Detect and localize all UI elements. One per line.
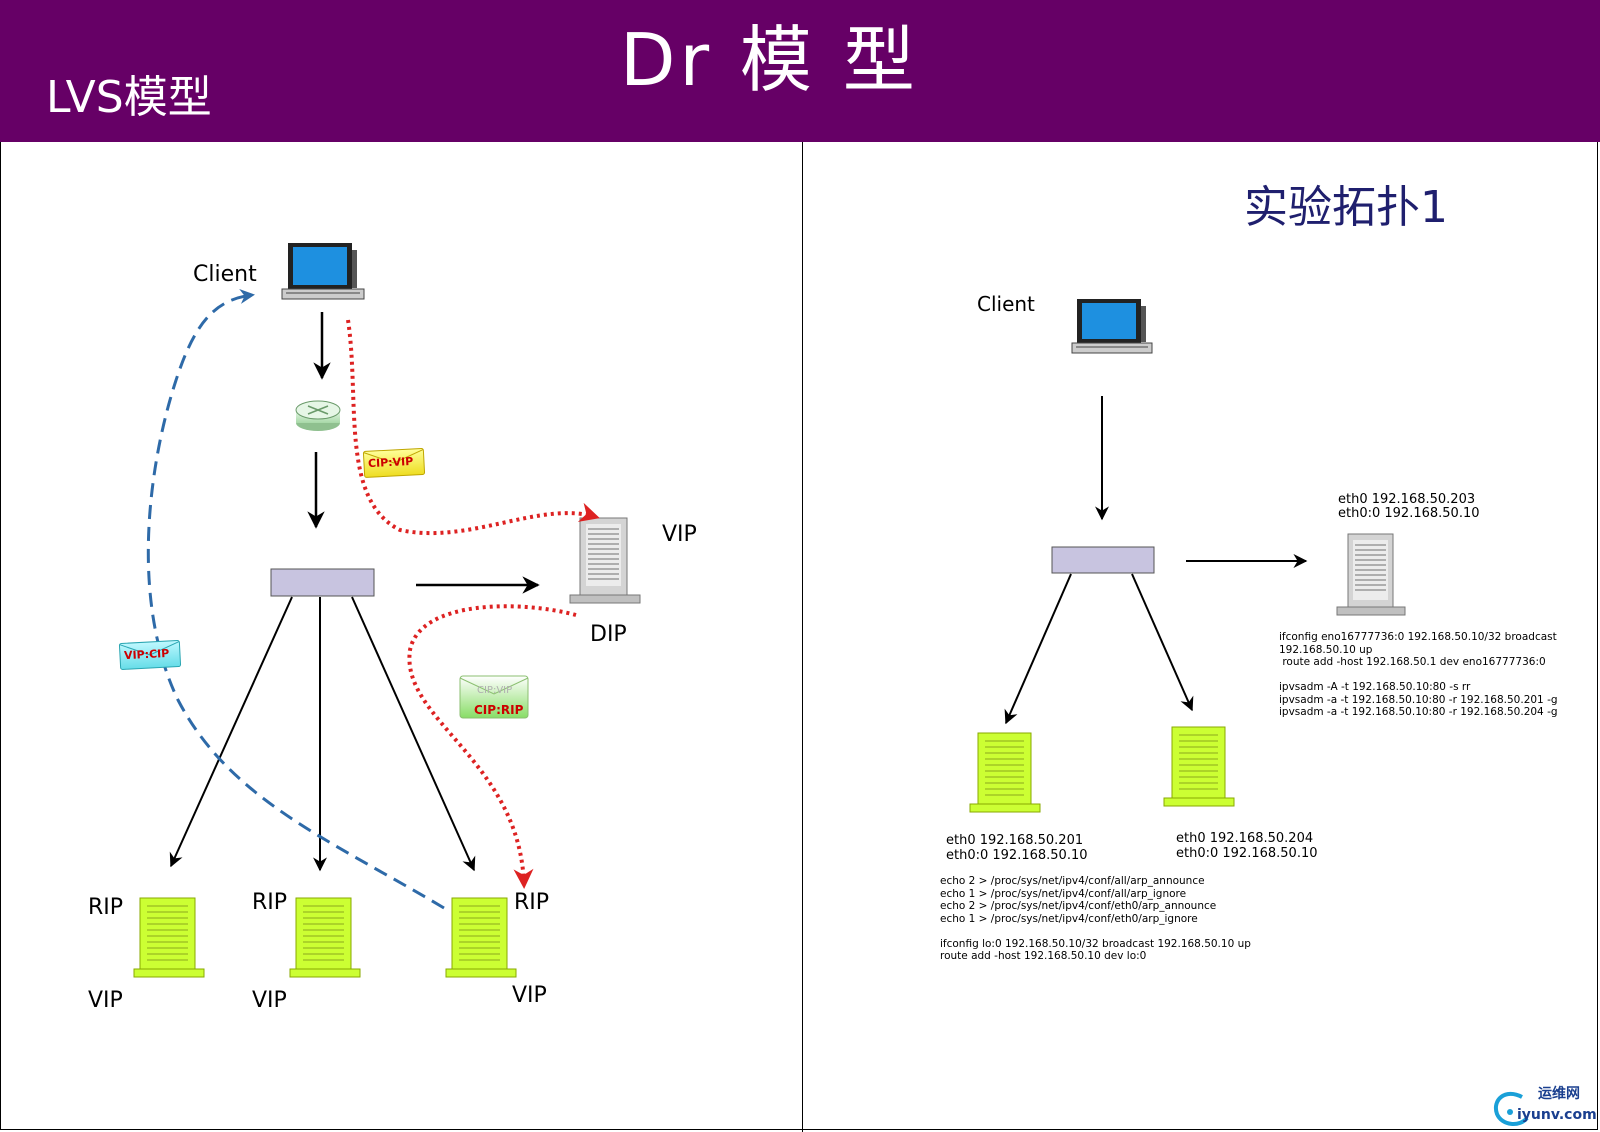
rs-cmd-4: echo 1 > /proc/sys/net/ipv4/conf/eth0/ar… — [940, 912, 1198, 925]
director-server-icon — [569, 517, 641, 604]
rs-cmd-1: echo 2 > /proc/sys/net/ipv4/conf/all/arp… — [940, 875, 1205, 887]
watermark-en: iyunv.com — [1517, 1107, 1597, 1123]
right-arrow-director-to-rs2 — [1131, 573, 1194, 712]
director-cmd-3: route add -host 192.168.50.1 dev eno1677… — [1279, 656, 1546, 668]
request-path-client-to-director — [346, 319, 600, 536]
director-ip-line-2: eth0:0 192.168.50.10 — [1338, 506, 1480, 521]
right-director-box — [1051, 546, 1155, 574]
envelope-cip-rip-icon — [459, 675, 529, 719]
arrow-director-to-rs1 — [169, 596, 293, 868]
forward-path-director-to-rs3 — [407, 604, 577, 889]
rs1-ip-line-1: eth0 192.168.50.201 — [946, 833, 1084, 848]
right-real-server-1-icon — [969, 732, 1041, 813]
director-cmd-1: ifconfig eno16777736:0 192.168.50.10/32 … — [1279, 631, 1557, 643]
topology-title: 实验拓扑1 — [1244, 182, 1448, 233]
panel-divider — [802, 142, 803, 1132]
rs3-rip-label: RIP — [514, 890, 550, 915]
rs2-ip-line-1: eth0 192.168.50.204 — [1176, 831, 1314, 846]
watermark-logo-icon — [1493, 1091, 1529, 1126]
rs2-rip-label: RIP — [252, 890, 288, 915]
left-dip-label: DIP — [590, 622, 627, 647]
rs2-ip-line-2: eth0:0 192.168.50.10 — [1176, 846, 1318, 861]
rs-cmd-3: echo 2 > /proc/sys/net/ipv4/conf/eth0/ar… — [940, 900, 1217, 912]
envelope-vip-cip-icon — [118, 640, 182, 670]
header-bar: Dr 模 型 LVS模型 — [0, 0, 1600, 142]
slide-subtitle: LVS模型 — [46, 72, 212, 123]
right-director-server-icon — [1336, 533, 1406, 616]
director-cmd-5: ipvsadm -A -t 192.168.50.10:80 -s rr — [1279, 681, 1471, 693]
arrow-director-to-rs3 — [351, 596, 476, 872]
rs3-vip-label: VIP — [512, 983, 547, 1008]
left-client-label: Client — [193, 262, 257, 287]
director-cmd-2: 192.168.50.10 up — [1279, 643, 1373, 656]
director-cmd-7: ipvsadm -a -t 192.168.50.10:80 -r 192.16… — [1279, 706, 1558, 718]
real-server-1-icon — [133, 897, 205, 978]
client-computer-icon — [281, 243, 365, 300]
envelope-cip-vip-label: CIP:VIP — [367, 454, 414, 471]
envelope-cip-vip-faded-label: CIP:VIP — [477, 685, 513, 696]
rs-cmd-6: ifconfig lo:0 192.168.50.10/32 broadcast… — [940, 937, 1251, 950]
left-vip-label: VIP — [662, 522, 697, 547]
response-path-rs3-to-client — [146, 288, 445, 910]
director-box — [270, 568, 375, 597]
right-client-computer-icon — [1071, 299, 1153, 354]
right-client-label: Client — [977, 292, 1035, 316]
rs1-rip-label: RIP — [88, 895, 124, 920]
rs-cmd-2: echo 1 > /proc/sys/net/ipv4/conf/all/arp… — [940, 887, 1187, 900]
rs1-ip-line-2: eth0:0 192.168.50.10 — [946, 848, 1088, 863]
director-ip-line-1: eth0 192.168.50.203 — [1338, 492, 1476, 507]
right-real-server-2-icon — [1163, 726, 1235, 807]
rs2-vip-label: VIP — [252, 988, 287, 1013]
envelope-vip-cip-label: VIP:CIP — [123, 646, 170, 663]
content-frame — [0, 142, 1598, 1130]
envelope-cip-vip-icon — [362, 447, 426, 478]
rs1-vip-label: VIP — [88, 988, 123, 1013]
envelope-cip-rip-label: CIP:RIP — [474, 703, 524, 717]
slide-title: Dr 模 型 — [620, 18, 919, 102]
director-cmd-6: ipvsadm -a -t 192.168.50.10:80 -r 192.16… — [1279, 693, 1558, 706]
real-server-2-icon — [289, 897, 361, 978]
right-arrow-director-to-rs1 — [1004, 573, 1072, 725]
watermark-cn: 运维网 — [1538, 1086, 1580, 1102]
router-icon — [295, 400, 341, 431]
rs-cmd-7: route add -host 192.168.50.10 dev lo:0 — [940, 950, 1147, 962]
real-server-3-icon — [445, 897, 517, 978]
